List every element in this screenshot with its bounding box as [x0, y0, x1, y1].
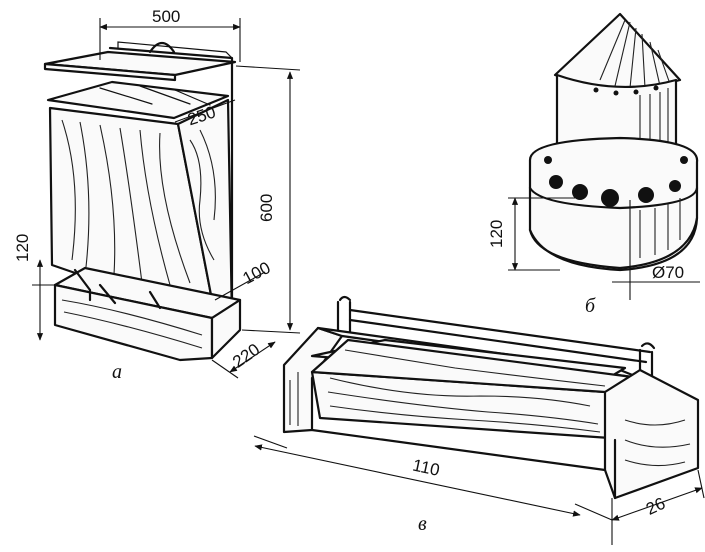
- dim-120-a: 120: [13, 234, 32, 262]
- dim-120-b: 120: [487, 220, 506, 248]
- caption-v: в: [418, 513, 427, 535]
- dim-220: 220: [229, 340, 263, 372]
- dim-500: 500: [152, 7, 180, 26]
- dim-diameter-70: Ø70: [652, 263, 684, 282]
- caption-b: б: [585, 295, 596, 317]
- dim-600: 600: [257, 194, 276, 222]
- dim-26: 26: [643, 494, 668, 519]
- cone-drinker-drawing: 120 Ø70 б: [487, 12, 700, 317]
- caption-a: а: [112, 361, 122, 383]
- trough-feeder-drawing: 110 26 в: [253, 295, 705, 545]
- dim-110: 110: [411, 456, 441, 480]
- hopper-feeder-drawing: 500 250 600 120 100 220 а: [13, 7, 301, 383]
